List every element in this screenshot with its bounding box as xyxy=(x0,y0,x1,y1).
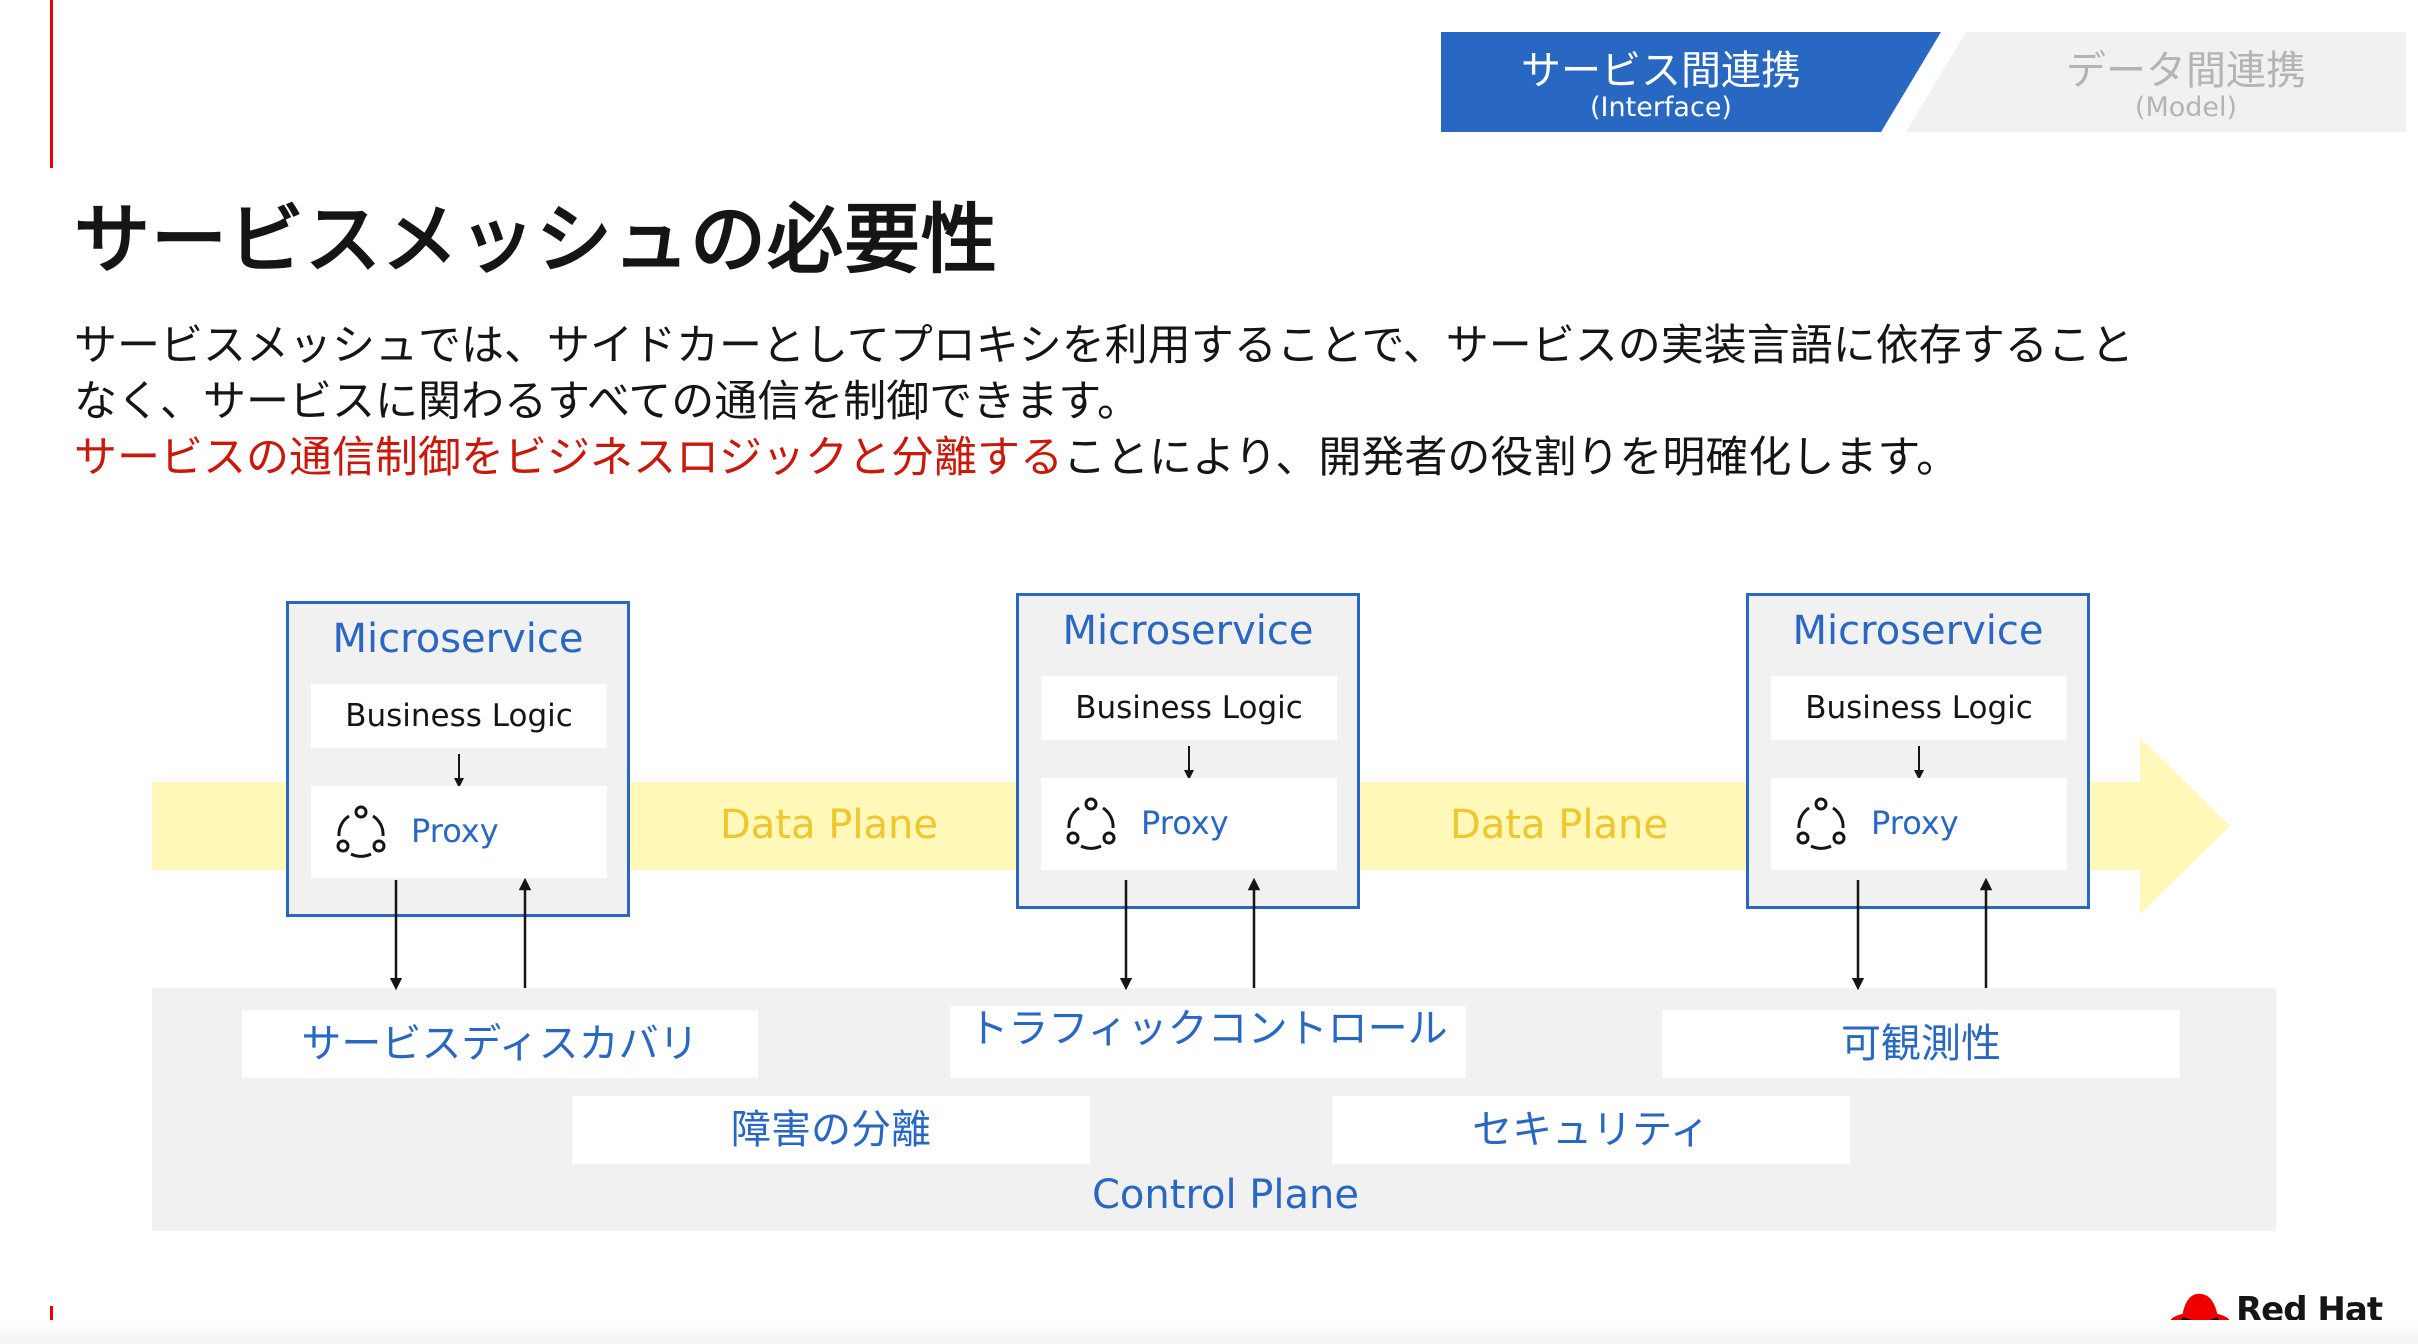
feature-service-discovery: サービスディスカバリ xyxy=(242,1010,758,1078)
feature-fault-isolation: 障害の分離 xyxy=(572,1096,1090,1164)
business-logic-box: Business Logic xyxy=(1041,676,1337,740)
proxy-box: Proxy xyxy=(311,786,607,878)
data-plane-label-1: Data Plane xyxy=(720,802,938,848)
down-arrow-icon xyxy=(454,754,464,788)
business-logic-box: Business Logic xyxy=(311,684,607,748)
proxy-label: Proxy xyxy=(411,812,499,850)
control-plane-label-text: Control Plane xyxy=(1092,1172,1360,1218)
down-arrow-icon xyxy=(1184,746,1194,780)
feature-traffic-control: トラフィックコントロール xyxy=(950,1006,1466,1078)
microservice-3: Microservice Business Logic Proxy xyxy=(1746,593,2090,909)
description-line-3: サービスの通信制御をビジネスロジックと分離することにより、開発者の役割りを明確化… xyxy=(74,430,2374,486)
edge-line-top xyxy=(50,0,53,168)
business-logic-box: Business Logic xyxy=(1771,676,2067,740)
description-line-1: サービスメッシュでは、サイドカーとしてプロキシを利用することで、サービスの実装言… xyxy=(74,321,2134,371)
tab-interface-subtitle: (Interface) xyxy=(1590,92,1732,123)
proxy-cycle-icon xyxy=(336,805,386,858)
proxy-box: Proxy xyxy=(1041,778,1337,870)
down-arrow-icon xyxy=(1914,746,1924,780)
proxy-box: Proxy xyxy=(1771,778,2067,870)
footer-shadow xyxy=(0,1320,2418,1344)
proxy-cycle-icon xyxy=(1796,797,1846,850)
tab-model[interactable]: データ間連携 (Model) xyxy=(1906,32,2406,132)
tab-model-subtitle: (Model) xyxy=(2134,92,2238,123)
data-plane-label-2: Data Plane xyxy=(1450,802,1668,848)
feature-observability: 可観測性 xyxy=(1662,1010,2180,1078)
microservice-title: Microservice xyxy=(1792,608,2044,654)
feature-security: セキュリティ xyxy=(1332,1096,1850,1164)
tab-model-title: データ間連携 xyxy=(2066,48,2306,94)
tab-interface-title: サービス間連携 xyxy=(1521,48,1801,94)
page-title: サービスメッシュの必要性 xyxy=(74,195,998,284)
microservice-title: Microservice xyxy=(332,616,584,662)
description-highlight: サービスの通信制御をビジネスロジックと分離する xyxy=(74,433,1063,483)
microservice-title: Microservice xyxy=(1062,608,1314,654)
description-line-3-rest: ことにより、開発者の役割りを明確化します。 xyxy=(1063,433,1960,483)
microservice-1: Microservice Business Logic Proxy xyxy=(286,601,630,917)
proxy-cycle-icon xyxy=(1066,797,1116,850)
proxy-label: Proxy xyxy=(1871,804,1959,842)
description-line-2: なく、サービスに関わるすべての通信を制御できます。 xyxy=(74,377,1140,427)
proxy-label: Proxy xyxy=(1141,804,1229,842)
description: サービスメッシュでは、サイドカーとしてプロキシを利用することで、サービスの実装言… xyxy=(74,318,2374,486)
microservice-2: Microservice Business Logic Proxy xyxy=(1016,593,1360,909)
tab-interface[interactable]: サービス間連携 (Interface) xyxy=(1441,32,1941,132)
